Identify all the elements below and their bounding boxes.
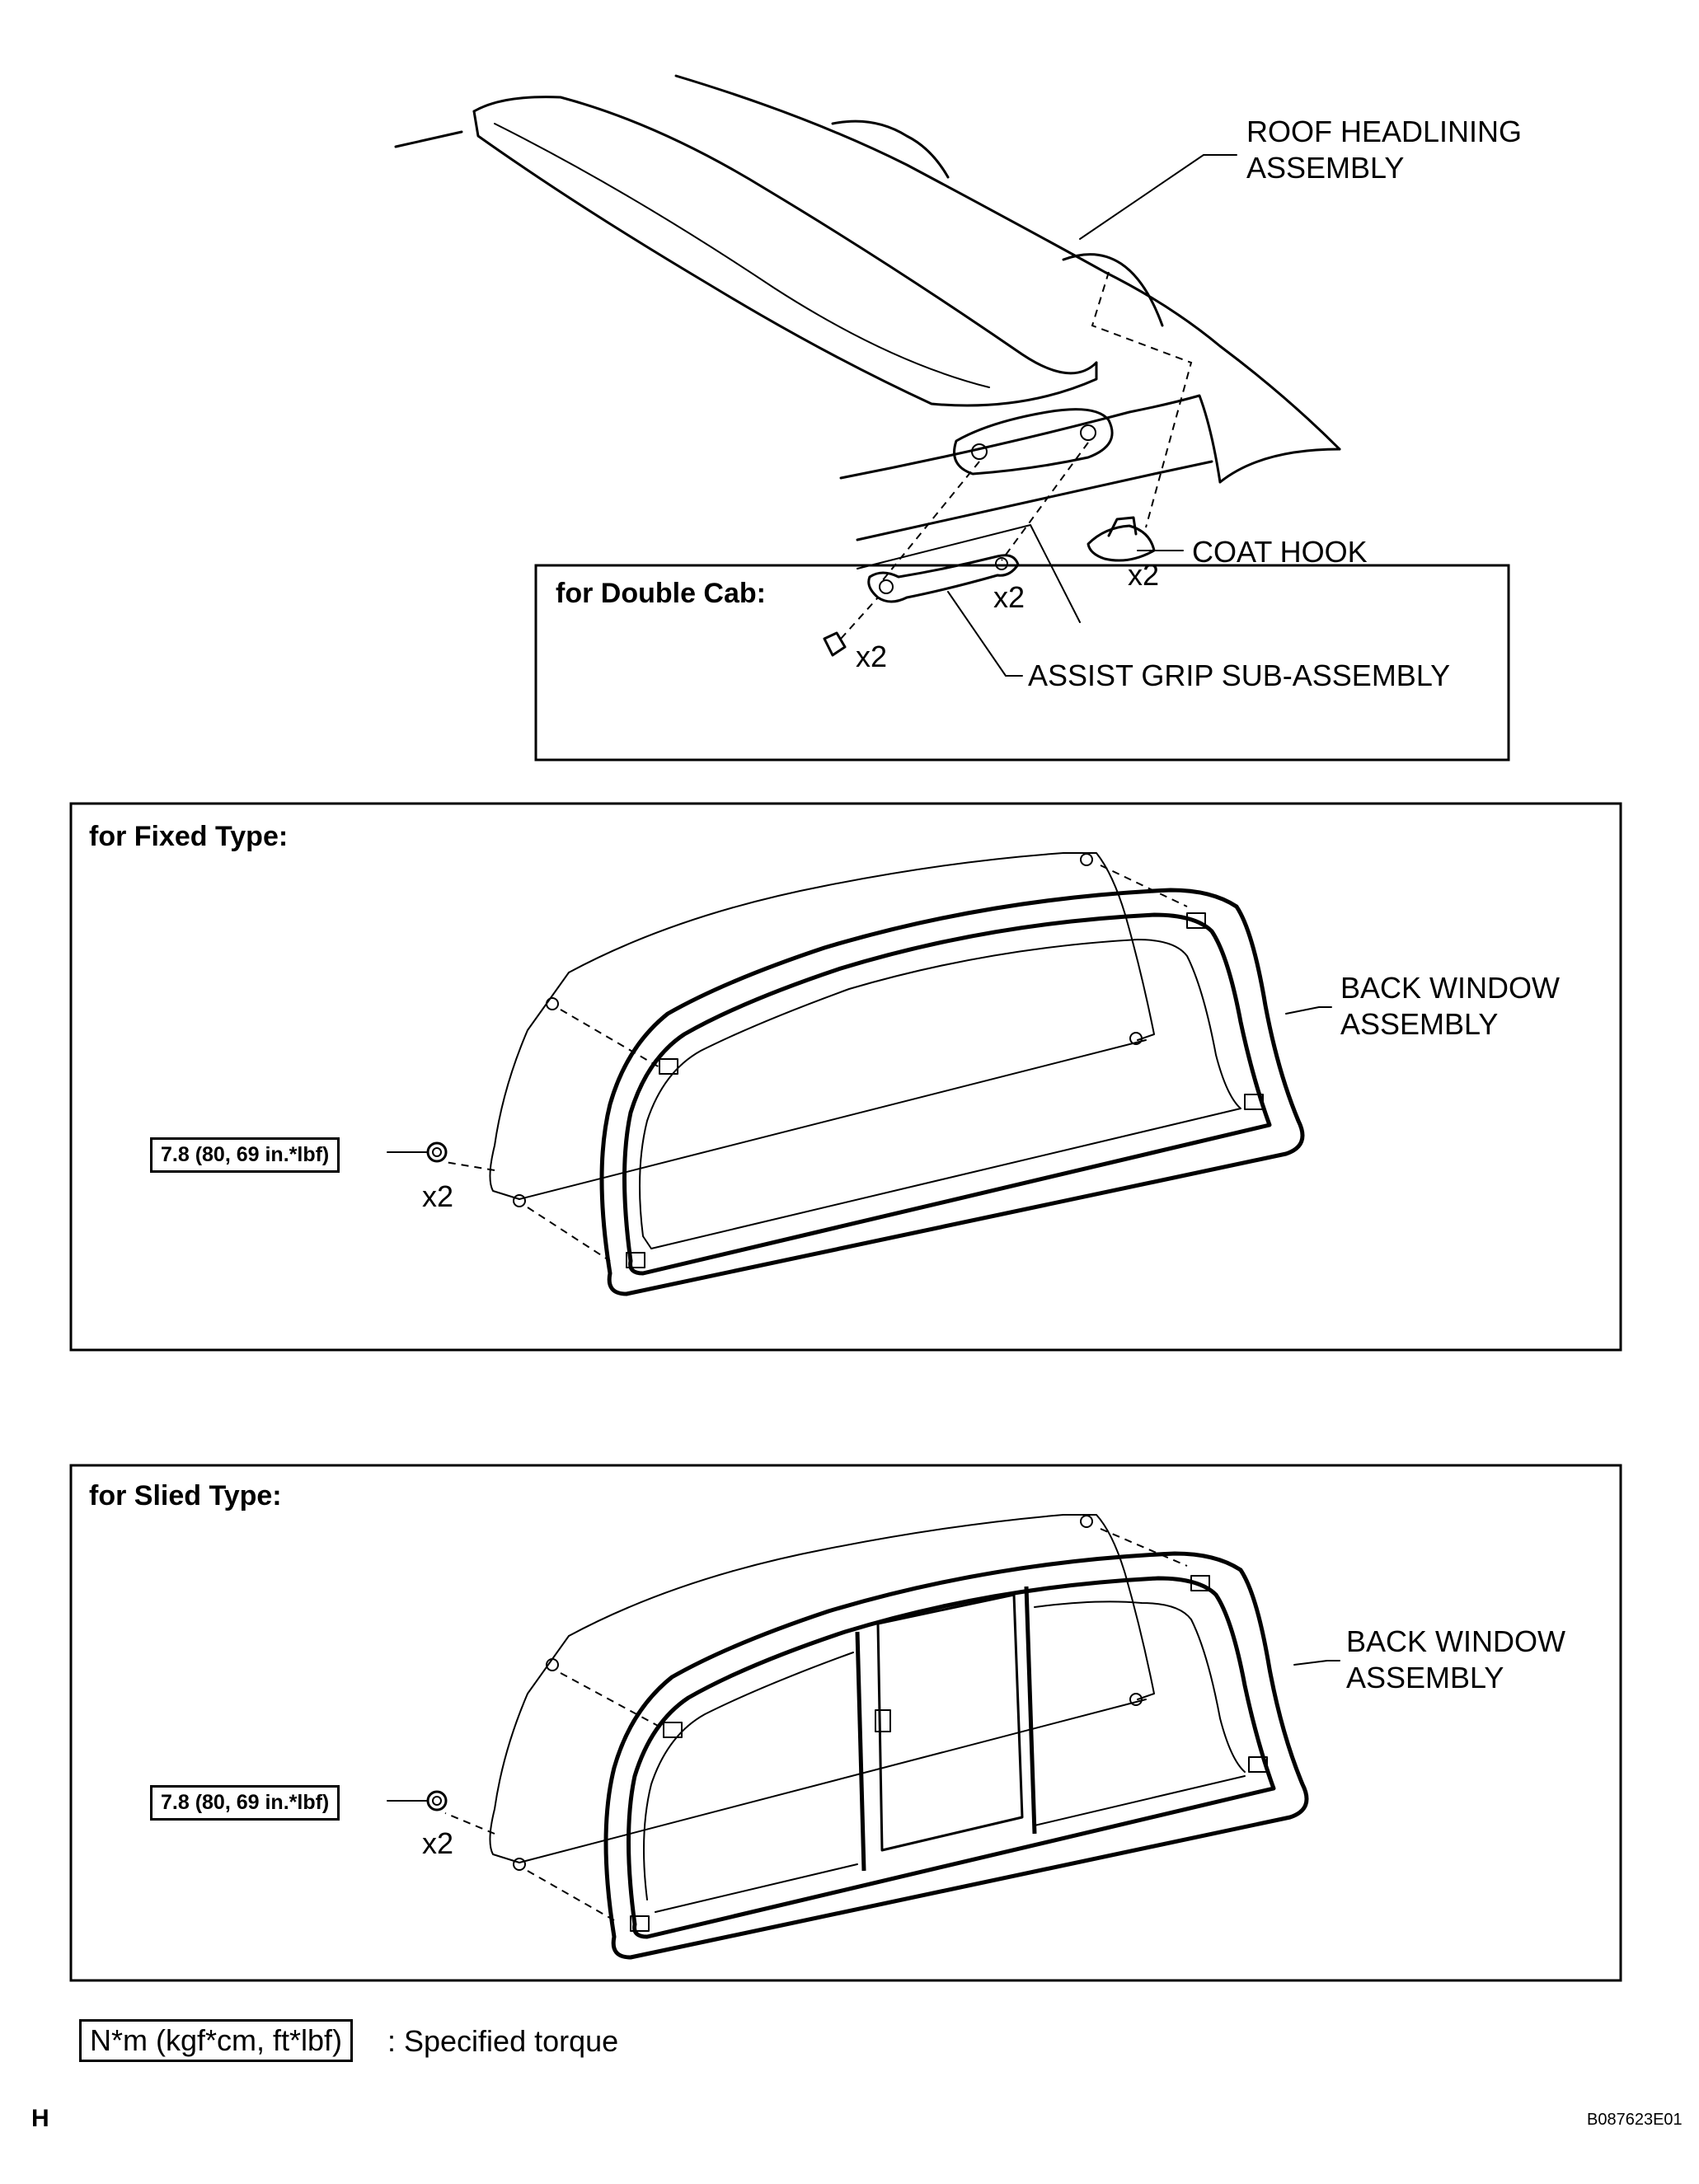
coat-hook-drawing xyxy=(1087,516,1184,562)
slide-back-window-label: BACK WINDOW ASSEMBLY xyxy=(1346,1624,1565,1694)
slide-torque-spec: 7.8 (80, 69 in.*lbf) xyxy=(150,1785,340,1821)
fixed-back-window-label: BACK WINDOW ASSEMBLY xyxy=(1340,971,1560,1041)
fixed-torque-spec: 7.8 (80, 69 in.*lbf) xyxy=(150,1137,340,1173)
slide-type-frame xyxy=(69,1464,1622,1982)
fixed-window-drawing xyxy=(387,852,1332,1296)
fixed-type-title: for Fixed Type: xyxy=(89,821,289,852)
screw-quantity: x2 xyxy=(856,640,888,673)
torque-unit-legend-box: N*m (kgf*cm, ft*lbf) xyxy=(79,2019,354,2062)
slide-nut-quantity: x2 xyxy=(422,1826,454,1860)
assist-grip-drawing xyxy=(823,524,1081,677)
double-cab-title: for Double Cab: xyxy=(556,578,766,609)
double-cab-frame xyxy=(534,564,1510,762)
footer-letter: H xyxy=(31,2105,49,2132)
roof-headlining-label: ROOF HEADLINING ASSEMBLY xyxy=(1246,115,1523,185)
roof-headlining-drawing xyxy=(394,74,1341,582)
fixed-nut-quantity: x2 xyxy=(422,1179,454,1213)
slide-type-title: for Slied Type: xyxy=(89,1480,282,1511)
assist-grip-label: ASSIST GRIP SUB-ASSEMBLY xyxy=(1028,658,1451,692)
slide-window-drawing xyxy=(387,1514,1340,1960)
coat-hook-label: COAT HOOK xyxy=(1192,535,1368,569)
assist-grip-quantity: x2 xyxy=(993,580,1026,614)
figure-code: B087623E01 xyxy=(1587,2111,1683,2129)
coat-hook-quantity: x2 xyxy=(1128,558,1160,592)
fixed-type-frame xyxy=(69,802,1622,1352)
torque-legend-meaning: : Specified torque xyxy=(387,2024,619,2058)
